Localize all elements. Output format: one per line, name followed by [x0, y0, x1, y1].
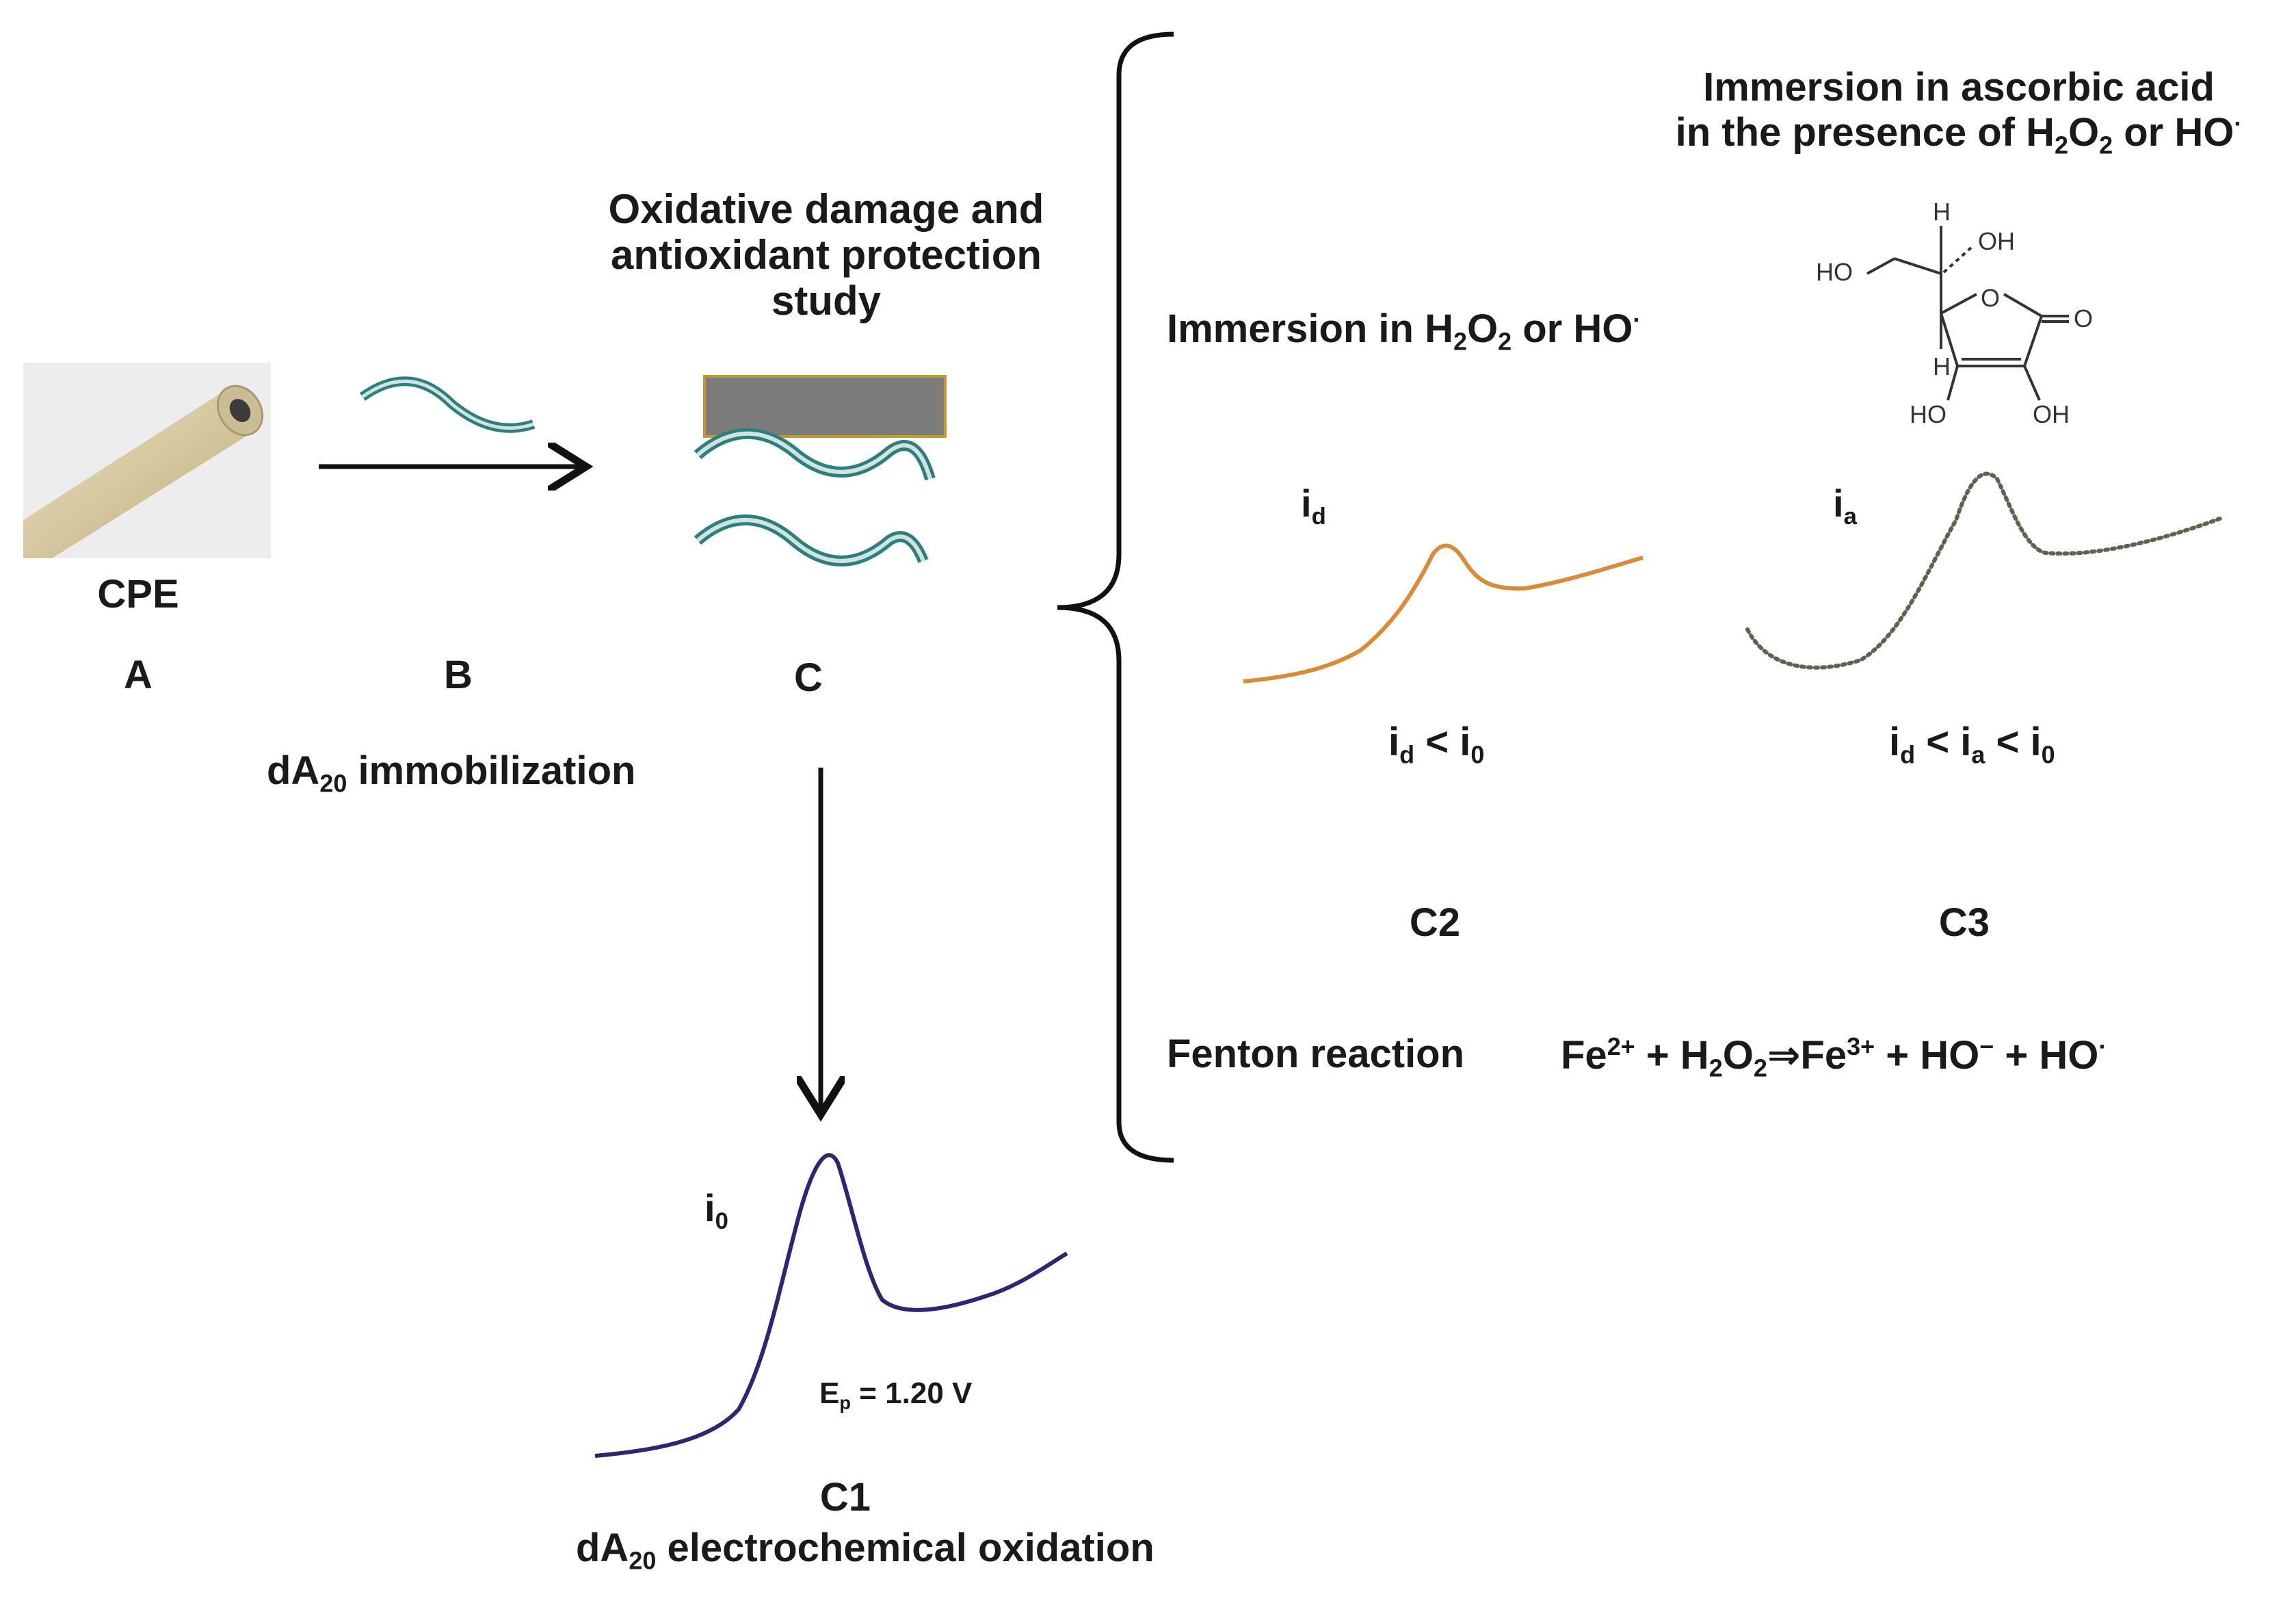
cpe-electrode-image — [23, 363, 271, 558]
c1-caption: dA20 electrochemical oxidation — [576, 1526, 1154, 1575]
step-c-letter: C — [794, 655, 823, 700]
c1-peak-label: i0 — [704, 1186, 728, 1235]
c3-heading: Immersion in ascorbic acid in the presen… — [1675, 65, 2243, 159]
step-a-letter: A — [124, 653, 153, 697]
electrode-with-dna — [694, 375, 947, 566]
ascorbic-acid-atom-labels: HO OH H H O O HO OH — [1816, 198, 2093, 428]
c3-voltammogram-curve — [1745, 471, 2222, 670]
c1-letter: C1 — [819, 1475, 871, 1519]
mol-h-top: H — [1933, 198, 1951, 226]
mol-o-ring: O — [1981, 284, 2000, 312]
mol-h-bottom: H — [1933, 352, 1951, 380]
step-b-letter: B — [444, 653, 473, 697]
fenton-equation: Fe2+ + H2O2⇒Fe3+ + HO− + HO· — [1561, 1032, 2107, 1082]
c2-heading: Immersion in H2O2 or HO· — [1167, 306, 1641, 356]
c1-voltammogram-curve — [594, 1153, 1068, 1458]
ascorbic-acid-molecule — [1866, 226, 2069, 401]
mol-o-carbonyl: O — [2074, 304, 2093, 332]
mol-oh-bottom: OH — [2033, 400, 2070, 428]
study-title: Oxidative damage and antioxidant protect… — [608, 186, 1044, 324]
c2-relation: id < i0 — [1388, 720, 1485, 769]
c3-letter: C3 — [1938, 900, 1990, 945]
c3-relation: id < ia < i0 — [1889, 720, 2055, 769]
mol-oh-top: OH — [1978, 227, 2015, 255]
curly-brace — [1057, 31, 1174, 1163]
cpe-caption: CPE — [97, 572, 179, 616]
c3-peak-label: ia — [1833, 482, 1857, 530]
peak-potential-label: Ep = 1.20 V — [819, 1376, 973, 1413]
mol-ho-left: HO — [1816, 258, 1853, 286]
immobilization-caption: dA20 immobilization — [267, 748, 636, 798]
c2-voltammogram-curve — [1243, 543, 1644, 683]
c2-peak-label: id — [1301, 482, 1326, 530]
c2-letter: C2 — [1409, 900, 1461, 945]
fenton-label: Fenton reaction — [1167, 1032, 1465, 1076]
dna-strand-icon — [359, 376, 536, 433]
mol-ho-bottom: HO — [1910, 400, 1947, 428]
